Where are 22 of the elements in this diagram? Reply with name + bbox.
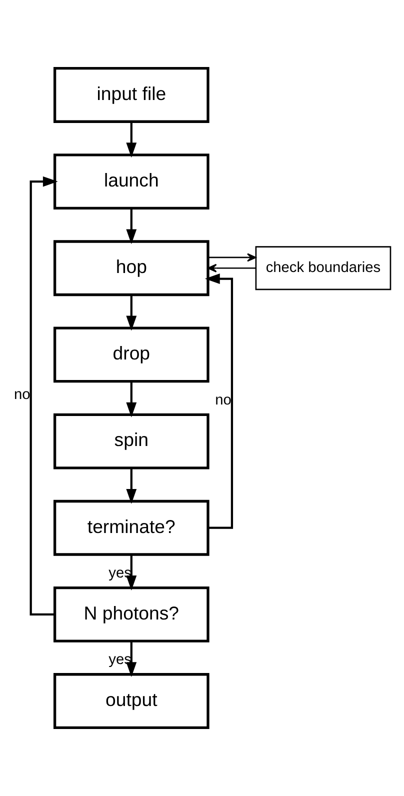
edge-label: no [14,387,30,404]
arrow [126,641,137,678]
node-box: check boundaries [255,246,392,290]
node-box: terminate? [53,500,210,556]
arrow [208,253,256,262]
node-box: input file [53,67,210,123]
node-box: drop [53,326,210,383]
arrow [126,122,137,158]
node-box: output [53,673,210,729]
edge-label: no [215,392,232,408]
arrow [208,264,256,272]
arrow [204,274,234,529]
node-box: hop [53,240,210,296]
node-box: N photons? [53,586,210,642]
arrow [126,554,137,590]
node-box: spin [53,413,210,470]
arrow [126,382,137,418]
arrow [30,176,58,616]
node-box: launch [53,154,210,210]
arrow [126,295,137,331]
arrow [126,208,137,244]
arrow [126,468,137,504]
